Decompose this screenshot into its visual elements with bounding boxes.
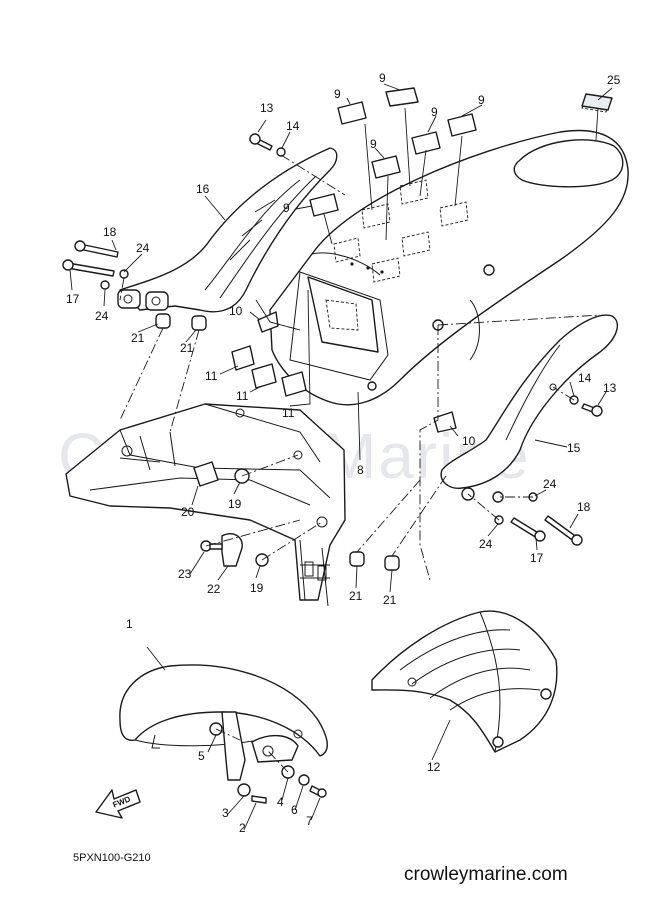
callout-21a: 21 [131, 331, 145, 345]
fwd-arrow-icon: FWD [95, 789, 141, 819]
front-fender-1 [119, 664, 328, 781]
callout-11c: 11 [282, 406, 295, 420]
assembly-lines [119, 154, 601, 773]
callout-20: 20 [181, 505, 195, 519]
callout-12: 12 [427, 760, 441, 774]
website-label: crowleymarine.com [404, 864, 568, 885]
callout-4: 4 [277, 795, 284, 809]
callout-11b: 11 [236, 389, 249, 403]
callout-24a: 24 [136, 241, 150, 255]
drawing-code: 5PXN100-G210 [73, 852, 151, 864]
callout-1: 1 [126, 617, 133, 631]
callout-9d: 9 [478, 93, 485, 107]
callout-21b: 21 [180, 341, 194, 355]
callout-24d: 24 [479, 537, 493, 551]
leader-lines [69, 83, 613, 831]
callout-24b: 24 [95, 309, 109, 323]
callout-19b: 19 [250, 581, 264, 595]
callout-labels: 1 2 3 4 5 6 7 8 9 9 9 9 9 9 10 10 11 11 … [66, 71, 621, 835]
callout-7: 7 [306, 814, 313, 828]
callout-9b: 9 [379, 71, 386, 85]
callout-17a: 17 [66, 292, 80, 306]
callout-19a: 19 [228, 497, 242, 511]
callout-18b: 18 [577, 500, 591, 514]
callout-22: 22 [207, 582, 221, 596]
callout-24c: 24 [543, 477, 557, 491]
callout-21c: 21 [349, 589, 363, 603]
callout-14b: 14 [578, 371, 592, 385]
callout-9e: 9 [370, 137, 377, 151]
callout-11a: 11 [205, 369, 218, 383]
callout-15: 15 [567, 441, 581, 455]
callout-17b: 17 [530, 551, 544, 565]
callout-9c: 9 [431, 105, 438, 119]
callout-23: 23 [178, 567, 192, 581]
callout-8: 8 [357, 463, 364, 477]
mud-guard-12 [371, 610, 558, 753]
callout-13a: 13 [260, 101, 274, 115]
callout-9a: 9 [334, 87, 341, 101]
callout-2: 2 [239, 821, 246, 835]
callout-5: 5 [198, 749, 205, 763]
callout-21d: 21 [383, 593, 397, 607]
callout-6: 6 [291, 803, 298, 817]
callout-9f: 9 [283, 201, 290, 215]
side-cover-16 [117, 147, 338, 313]
callout-14a: 14 [286, 119, 300, 133]
rear-fender-8 [269, 95, 629, 406]
callout-3: 3 [222, 806, 229, 820]
callout-10a: 10 [229, 304, 243, 318]
callout-18a: 18 [103, 225, 117, 239]
callout-25: 25 [607, 73, 621, 87]
callout-16: 16 [196, 182, 210, 196]
callout-13b: 13 [603, 381, 617, 395]
callout-10b: 10 [462, 434, 476, 448]
